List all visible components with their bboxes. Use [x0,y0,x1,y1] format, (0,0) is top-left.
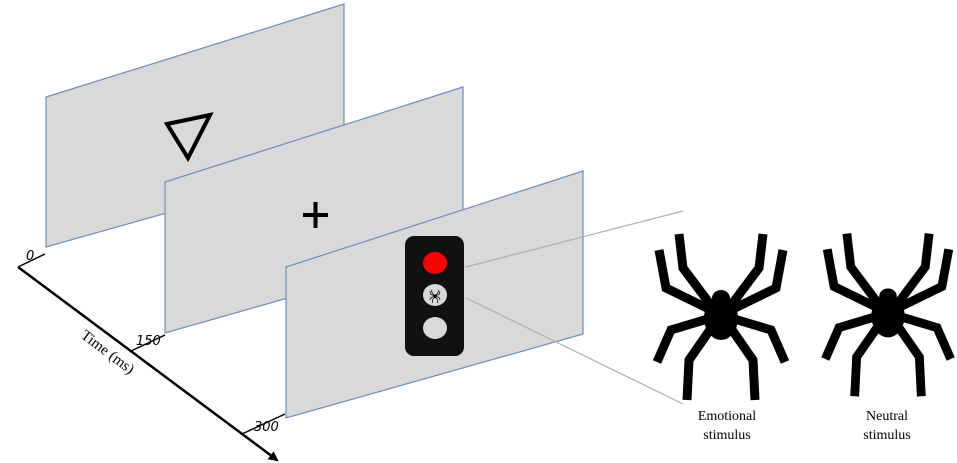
emotional-stimulus-label-line2: stimulus [703,428,750,443]
tick-mark-300 [241,413,286,435]
tick-mark-150 [130,334,166,352]
frame-3 [285,170,584,419]
red-light [423,252,447,274]
tick-label-0: 0 [26,249,34,264]
neutral-stimulus-label-line2: stimulus [863,428,910,443]
tick-label-150: 150 [136,334,161,349]
zoom-line-lower [465,297,684,405]
zoom-line-upper [465,210,684,268]
tick-label-300: 300 [254,420,279,435]
emotional-stimulus-label-line1: Emotional [698,409,756,424]
zoom-lines [465,210,684,405]
triangle-stimulus [163,112,214,163]
grey-light [423,317,447,339]
tick-mark-0 [17,253,46,268]
emotional-spider-icon [657,234,785,400]
time-axis-line [17,265,279,462]
fixation-cross [303,202,328,228]
neutral-spider-icon [825,234,950,397]
traffic-light [405,236,464,356]
neutral-stimulus-label-line1: Neutral [866,409,908,424]
